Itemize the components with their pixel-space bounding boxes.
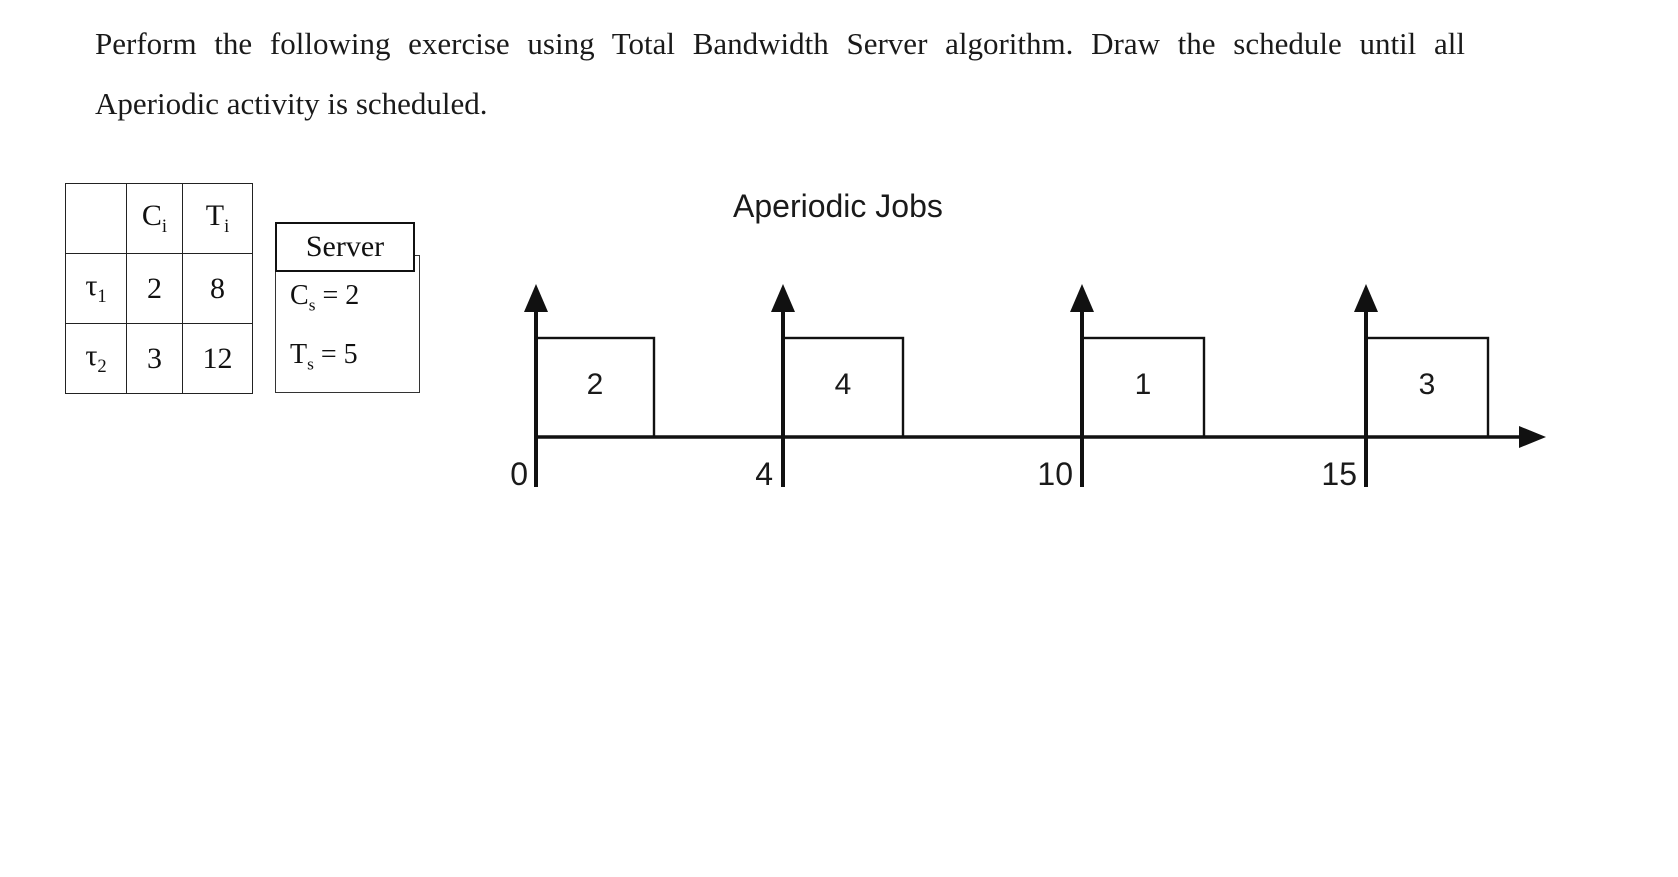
table-header-row: Ci Ti bbox=[65, 183, 253, 254]
table-row: τ1 2 8 bbox=[65, 253, 253, 324]
tick-label-10: 10 bbox=[1037, 456, 1073, 492]
header-ci-label: C bbox=[141, 199, 162, 232]
tick-label-4: 4 bbox=[755, 456, 773, 492]
server-period-value: = 5 bbox=[313, 339, 358, 370]
task-t-tau2: 12 bbox=[182, 323, 253, 394]
server-capacity-value: = 2 bbox=[315, 280, 360, 311]
question-paragraph: Perform the following exercise using Tot… bbox=[95, 14, 1465, 135]
task-parameters-table: Ci Ti τ1 2 8 τ2 3 12 bbox=[65, 183, 253, 394]
job-label-1: 2 bbox=[586, 368, 604, 401]
server-capacity-symbol: C bbox=[290, 280, 309, 311]
job-label-4: 3 bbox=[1418, 368, 1436, 401]
arrival-arrow-t4 bbox=[771, 284, 795, 487]
job-label-3: 1 bbox=[1134, 368, 1152, 401]
server-period-line: Ts = 5 bbox=[290, 339, 358, 375]
job-label-2: 4 bbox=[834, 368, 852, 401]
task-t-tau1: 8 bbox=[182, 253, 253, 324]
table-row: τ2 3 12 bbox=[65, 323, 253, 394]
server-title-box: Server bbox=[275, 222, 415, 272]
server-title-label: Server bbox=[305, 230, 385, 263]
chart-title: Aperiodic Jobs bbox=[733, 188, 943, 224]
arrival-arrow-t10 bbox=[1070, 284, 1094, 487]
server-capacity-line: Cs = 2 bbox=[290, 280, 359, 316]
header-cell-ci: Ci bbox=[126, 183, 183, 254]
tau2-subscript: 2 bbox=[97, 356, 107, 377]
time-axis bbox=[535, 426, 1546, 448]
tick-label-15: 15 bbox=[1321, 456, 1357, 492]
header-ti-label: T bbox=[205, 199, 225, 232]
server-capacity-subscript: s bbox=[308, 295, 316, 315]
task-name-tau2: τ2 bbox=[65, 323, 127, 394]
tick-label-0: 0 bbox=[510, 456, 528, 492]
header-ti-subscript: i bbox=[224, 216, 230, 237]
server-period-subscript: s bbox=[307, 354, 314, 374]
tau1-subscript: 1 bbox=[97, 286, 107, 307]
tau1-label: τ bbox=[85, 269, 98, 302]
task-name-tau1: τ1 bbox=[65, 253, 127, 324]
header-cell-ti: Ti bbox=[182, 183, 253, 254]
table-corner-cell bbox=[65, 183, 127, 254]
task-c-tau1: 2 bbox=[126, 253, 183, 324]
server-parameters-box: Cs = 2 Ts = 5 bbox=[275, 255, 420, 393]
question-text: Perform the following exercise using Tot… bbox=[95, 26, 1465, 122]
header-ci-subscript: i bbox=[161, 216, 168, 237]
server-period-symbol: T bbox=[290, 339, 308, 370]
arrival-arrow-t15 bbox=[1354, 284, 1378, 487]
task-c-tau2: 3 bbox=[126, 323, 183, 394]
tau2-label: τ bbox=[85, 339, 98, 372]
